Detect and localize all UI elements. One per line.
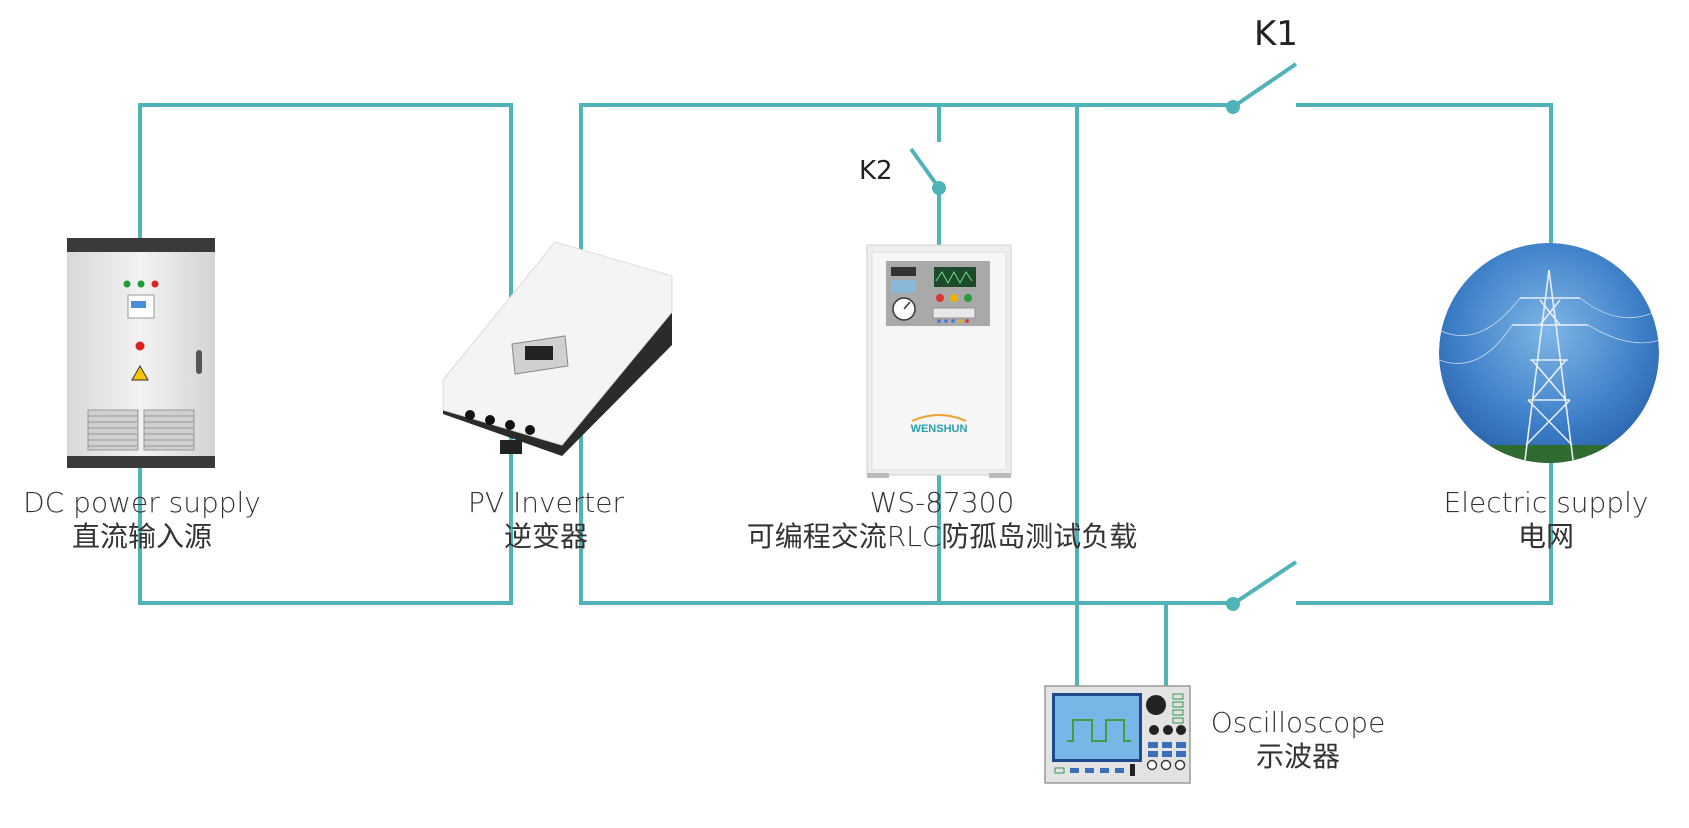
oscilloscope-name-en: Oscilloscope [1210,706,1386,739]
pv-inverter-name-en: PV Inverter [468,486,624,519]
oscilloscope-unit [1044,685,1191,784]
oscilloscope-label: Oscilloscope 示波器 [1200,706,1396,774]
oscilloscope-name-zh: 示波器 [1255,740,1340,773]
pv-inverter-name-zh: 逆变器 [503,520,588,553]
pv-inverter-label: PV Inverter 逆变器 [436,486,656,554]
rlc-load-label: WS-87300 可编程交流RLC防孤岛测试负载 [724,486,1160,554]
switch-label-k2: K2 [859,156,893,186]
electric-supply-photo [1439,243,1659,463]
electric-supply-label: Electric supply 电网 [1436,486,1656,554]
switch-label-k1: K1 [1254,14,1298,54]
switch-k1-top [1226,62,1298,114]
wires [138,103,1553,688]
rlc-brand-swoosh [911,414,967,422]
electric-supply-name-zh: 电网 [1517,520,1574,553]
dc-power-supply-cabinet [67,238,215,468]
rlc-brand-logo: WENSHUN [911,423,968,435]
rlc-load-cabinet [866,244,1012,478]
dc-power-supply-name-en: DC power supply [23,486,261,519]
rlc-load-name-zh: 可编程交流RLC防孤岛测试负载 [746,520,1138,553]
dc-power-supply-name-zh: 直流输入源 [71,520,212,553]
switch-k2 [909,147,946,195]
switch-k1-bottom [1226,560,1298,611]
dc-power-supply-label: DC power supply 直流输入源 [20,486,264,554]
electric-supply-name-en: Electric supply [1443,486,1649,519]
rlc-load-model: WS-87300 [869,486,1015,519]
pv-inverter-unit [442,241,673,456]
